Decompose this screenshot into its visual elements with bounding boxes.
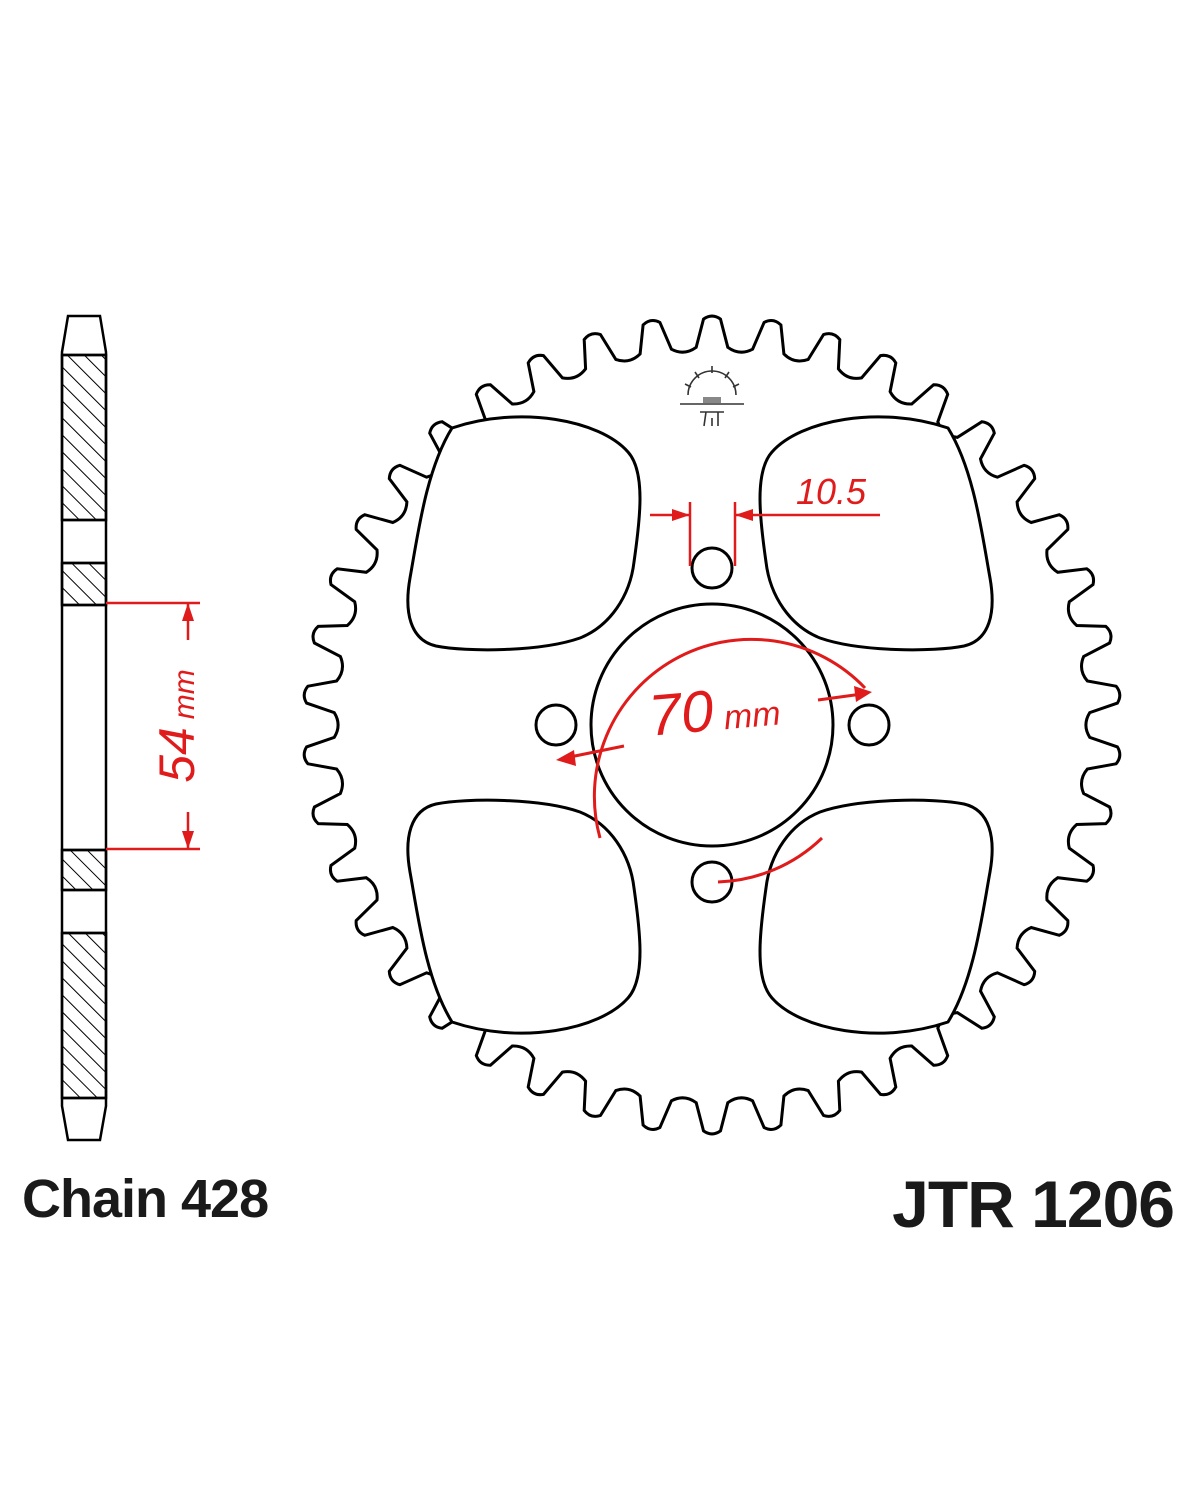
lightening-hole-top-left <box>406 415 642 652</box>
pcd-arrows <box>556 686 872 766</box>
pcd-arc-lower <box>717 836 824 884</box>
bolt-holes <box>534 546 891 904</box>
center-bore <box>589 602 835 848</box>
profile-hatch-mid-top <box>60 561 108 607</box>
dim-arrow-top <box>182 603 194 621</box>
bore-dim-value: 54 <box>149 727 205 783</box>
hole-dimension <box>650 502 880 566</box>
hole-dim-value: 10.5 <box>796 471 867 512</box>
lightening-hole-top-right <box>758 415 994 652</box>
lightening-hole-bottom-right <box>758 798 994 1035</box>
bore-dimension-label: 54 mm <box>149 669 205 783</box>
lightening-hole-bottom-left <box>406 798 642 1035</box>
pcd-dim-value: 70 <box>646 678 716 748</box>
bore-dimension <box>106 601 200 851</box>
bore-dim-unit: mm <box>168 669 201 719</box>
chain-size-label: Chain 428 <box>22 1169 269 1229</box>
hole-dim-arrows <box>672 509 753 521</box>
svg-text:54mm: 54 mm <box>149 669 205 783</box>
pcd-dim-unit: mm <box>722 694 782 737</box>
bolt-hole-left <box>534 703 578 747</box>
bolt-hole-top <box>690 546 734 590</box>
side-profile <box>60 314 108 1142</box>
profile-hatch-mid-bottom <box>60 848 108 892</box>
dim-arrow-bottom <box>182 831 194 849</box>
part-number-label: JTR 1206 <box>892 1167 1175 1241</box>
pcd-dimension <box>564 637 867 884</box>
pcd-arc-main <box>592 637 867 839</box>
bolt-hole-right <box>847 703 891 747</box>
jt-sprocket-logo-icon <box>680 366 744 427</box>
lightening-holes <box>406 415 994 1035</box>
profile-hatch-bottom <box>60 931 108 1100</box>
profile-hatch-top <box>60 353 108 522</box>
